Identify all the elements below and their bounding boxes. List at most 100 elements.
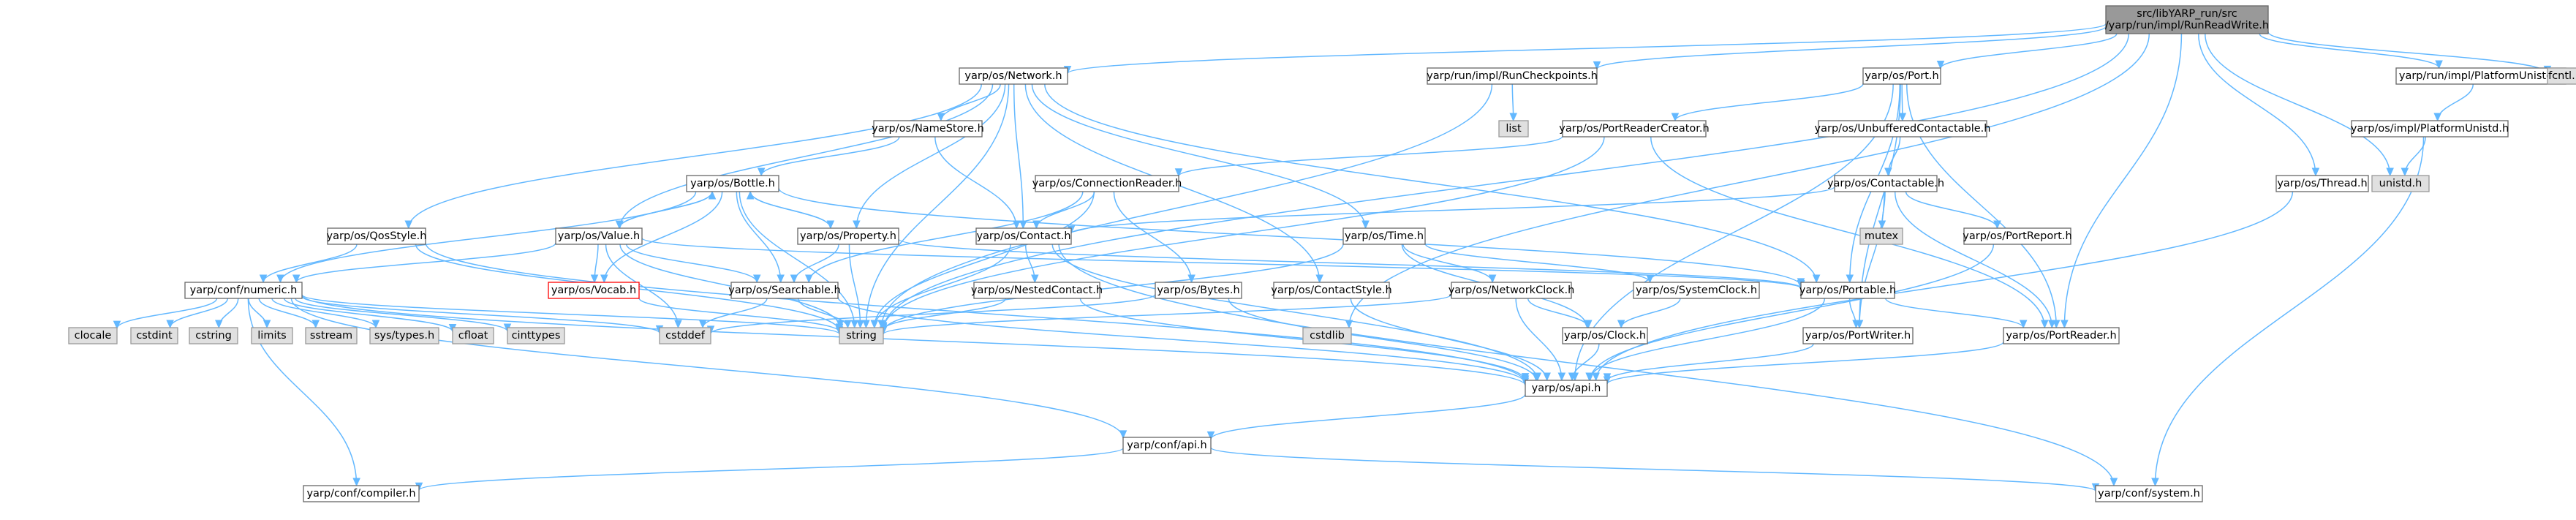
node-compiler[interactable]: yarp/conf/compiler.h	[303, 485, 420, 502]
node-network[interactable]: yarp/os/Network.h	[959, 67, 1068, 85]
node-label: cfloat	[458, 330, 488, 342]
node-root[interactable]: src/libYARP_run/src/yarp/run/impl/RunRea…	[2105, 5, 2269, 34]
node-ospaltformunistd[interactable]: yarp/os/impl/PlatformUnistd.h	[2351, 120, 2509, 137]
node-thread[interactable]: yarp/os/Thread.h	[2275, 175, 2369, 192]
node-platformunistd[interactable]: yarp/run/impl/PlatformUnistd.h	[2395, 67, 2566, 85]
node-searchable[interactable]: yarp/os/Searchable.h	[728, 282, 841, 299]
node-time[interactable]: yarp/os/Time.h	[1342, 227, 1426, 245]
edge-line	[710, 293, 1156, 334]
node-property[interactable]: yarp/os/Property.h	[797, 227, 899, 245]
node-contactable[interactable]: yarp/os/Contactable.h	[1827, 175, 1944, 192]
node-label: limits	[257, 330, 286, 342]
node-bottle[interactable]: yarp/os/Bottle.h	[686, 175, 779, 192]
node-portable[interactable]: yarp/os/Portable.h	[1799, 282, 1896, 299]
node-numeric[interactable]: yarp/conf/numeric.h	[184, 282, 303, 299]
edge-arrowhead	[746, 190, 755, 200]
node-clock[interactable]: yarp/os/Clock.h	[1562, 327, 1648, 344]
node-box	[2275, 175, 2369, 192]
node-vocab[interactable]: yarp/os/Vocab.h	[548, 282, 640, 299]
node-port[interactable]: yarp/os/Port.h	[1862, 67, 1941, 85]
node-confapi[interactable]: yarp/conf/api.h	[1122, 437, 1212, 454]
node-portreadercreator[interactable]: yarp/os/PortReaderCreator.h	[1559, 120, 1710, 137]
node-box	[1963, 227, 2071, 245]
node-runcheck[interactable]: yarp/run/impl/RunCheckpoints.h	[1427, 67, 1598, 85]
node-label: unistd.h	[2379, 178, 2422, 189]
node-label: yarp/os/PortReport.h	[1963, 230, 2071, 242]
node-label: sys/types.h	[374, 330, 434, 342]
edge-line	[736, 191, 782, 283]
node-namestore[interactable]: yarp/os/NameStore.h	[872, 120, 984, 137]
node-box	[1342, 227, 1426, 245]
edge-arrowhead	[1532, 372, 1540, 382]
node-box	[1802, 327, 1914, 344]
node-label: yarp/os/Contactable.h	[1827, 178, 1944, 189]
edge-arrowhead	[259, 274, 268, 284]
edge-root-to-unistd	[2205, 33, 2394, 177]
edge-bottle-to-searchable	[736, 191, 785, 284]
node-label: cstring	[195, 330, 232, 342]
edge-arrowhead	[1852, 320, 1860, 329]
edge-arrowhead	[1557, 372, 1566, 382]
edge-line	[1031, 83, 1367, 229]
edge-line	[1885, 298, 2024, 328]
node-box	[555, 227, 643, 245]
node-systemclock[interactable]: yarp/os/SystemClock.h	[1633, 282, 1760, 299]
node-bytes[interactable]: yarp/os/Bytes.h	[1155, 282, 1242, 299]
edge-bottle-to-vocab	[600, 191, 723, 284]
node-system[interactable]: yarp/conf/system.h	[2095, 485, 2203, 502]
node-contact[interactable]: yarp/os/Contact.h	[975, 227, 1072, 245]
node-box	[1633, 282, 1760, 299]
node-qosstyle[interactable]: yarp/os/QosStyle.h	[327, 227, 427, 245]
node-contactstyle[interactable]: yarp/os/ContactStyle.h	[1271, 282, 1392, 299]
edge-connectionreader-to-contact	[1032, 191, 1095, 230]
node-box	[839, 327, 884, 344]
edge-line	[1606, 343, 1814, 382]
node-box	[1834, 175, 1938, 192]
edge-numeric-to-systypes	[271, 298, 380, 329]
edge-arrowhead	[590, 274, 599, 284]
edge-line	[605, 244, 679, 328]
edge-line	[262, 244, 358, 283]
edge-line	[1940, 33, 2118, 69]
edge-line	[2259, 33, 2440, 69]
node-nestedcontact[interactable]: yarp/os/NestedContact.h	[971, 282, 1103, 299]
edge-arrowhead	[1119, 430, 1128, 440]
node-label: fcntl.h	[2548, 70, 2576, 82]
node-label: yarp/os/Time.h	[1345, 230, 1424, 242]
edge-network-to-contact	[1013, 83, 1027, 230]
node-box	[659, 327, 711, 344]
edge-arrowhead	[1898, 113, 1907, 122]
edge-bytes-to-api	[1228, 298, 1540, 382]
node-box	[507, 327, 565, 344]
edge-arrowhead	[292, 274, 301, 284]
edge-line	[301, 294, 840, 335]
edge-line	[619, 83, 994, 229]
node-portreader[interactable]: yarp/os/PortReader.h	[2003, 327, 2120, 344]
node-label: yarp/os/Network.h	[964, 70, 1062, 82]
edge-arrowhead	[404, 220, 413, 230]
edge-line	[2205, 33, 2391, 176]
edge-runcheck-to-list	[1509, 83, 1517, 122]
node-portreport[interactable]: yarp/os/PortReport.h	[1963, 227, 2072, 245]
node-api[interactable]: yarp/os/api.h	[1525, 380, 1608, 397]
node-box	[959, 67, 1068, 85]
node-label: cstddef	[665, 330, 706, 342]
node-label: yarp/os/PortReaderCreator.h	[1559, 123, 1709, 135]
node-unbufferedcontactable[interactable]: yarp/os/UnbufferedContactable.h	[1815, 120, 1991, 137]
edge-line	[2154, 136, 2425, 486]
edge-arrowhead	[1812, 274, 1821, 284]
edge-arrowhead	[2019, 320, 2028, 329]
edge-arrowhead	[1206, 431, 1215, 440]
edge-line	[883, 244, 1344, 332]
node-connectionreader[interactable]: yarp/os/ConnectionReader.h	[1032, 175, 1182, 192]
edge-platformunistd-to-ospaltformunistd	[2433, 83, 2474, 122]
edge-line	[749, 191, 831, 229]
node-label: yarp/os/NestedContact.h	[971, 285, 1103, 296]
node-value[interactable]: yarp/os/Value.h	[555, 227, 643, 245]
node-portwriter[interactable]: yarp/os/PortWriter.h	[1802, 327, 1914, 344]
edge-line	[848, 244, 861, 328]
edge-value-to-bottle	[619, 190, 717, 229]
node-sstream: sstream	[305, 327, 358, 344]
node-networkclock[interactable]: yarp/os/NetworkClock.h	[1448, 282, 1575, 299]
node-box	[303, 485, 420, 502]
